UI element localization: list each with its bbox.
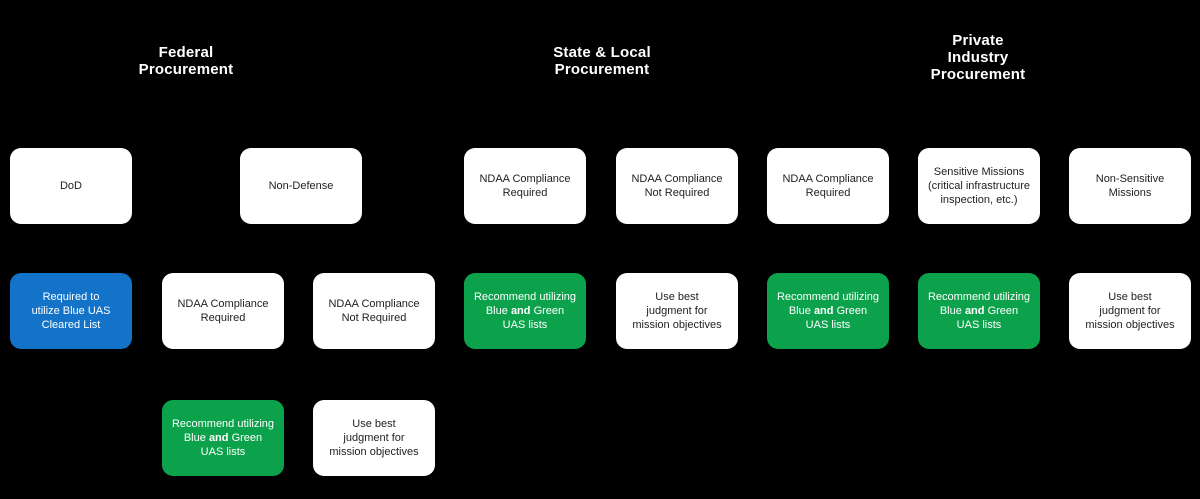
box-text-line: Sensitive Missions [933,166,1025,178]
box-sensitive-missions: Sensitive Missions (critical infrastruct… [918,148,1040,224]
box-text: Use best judgment for mission objectives [632,290,721,332]
box-text-line: Recommend utilizing [776,291,880,303]
box-text-line: mission objectives [1085,319,1175,331]
box-ndaa-required-federal: NDAA Compliance Required [162,273,284,349]
header-state-local-procurement: State & Local Procurement [492,44,712,78]
box-text-line: DoD [59,180,82,192]
box-recommend-lists-private-sensitive: Recommend utilizing Blue and Green UAS l… [918,273,1040,349]
box-text-line: Blue [485,305,508,317]
box-text-line: inspection, etc.) [940,194,1018,206]
box-text: NDAA Compliance Not Required [631,172,722,200]
box-text: Recommend utilizing Blue and Green UAS l… [474,290,576,332]
box-text-line: NDAA Compliance [177,298,269,310]
box-text-line: Missions [1108,187,1152,199]
box-text-line: Recommend utilizing [171,418,275,430]
box-best-judgment-private: Use best judgment for mission objectives [1069,273,1191,349]
header-private-industry-procurement: Private Industry Procurement [868,32,1088,83]
box-text: Non-Sensitive Missions [1096,172,1164,200]
box-text-line: UAS lists [805,319,851,331]
box-text-line: Blue [939,305,962,317]
box-text-line: Required [200,312,246,324]
box-text-line: Not Required [341,312,407,324]
box-best-judgment-federal: Use best judgment for mission objectives [313,400,435,476]
box-text-line: Green [987,305,1019,317]
box-text-line: Required to [42,291,100,303]
box-text: Recommend utilizing Blue and Green UAS l… [777,290,879,332]
box-text: NDAA Compliance Required [479,172,570,200]
box-text: Non-Defense [269,179,334,193]
box-text-line: judgment for [343,432,405,444]
box-recommend-lists-federal: Recommend utilizing Blue and Green UAS l… [162,400,284,476]
box-text-line: mission objectives [632,319,722,331]
box-text-line: Non-Sensitive [1095,173,1165,185]
box-text-line: NDAA Compliance [631,173,723,185]
box-ndaa-not-required-state: NDAA Compliance Not Required [616,148,738,224]
box-text-line: Use best [1108,291,1152,303]
box-text: Required to utilize Blue UAS Cleared Lis… [32,290,111,332]
header-line: Procurement [554,61,650,78]
box-text: Use best judgment for mission objectives [329,417,418,459]
box-text: Recommend utilizing Blue and Green UAS l… [928,290,1030,332]
box-text-line: mission objectives [329,446,419,458]
box-text: Recommend utilizing Blue and Green UAS l… [172,417,274,459]
box-text-line: UAS lists [502,319,548,331]
box-text-bold: and [964,305,985,317]
box-text-bold: and [510,305,531,317]
box-text: DoD [60,179,82,193]
box-text-line: Non-Defense [268,180,334,192]
box-text-line: Required [805,187,851,199]
box-text: NDAA Compliance Not Required [328,297,419,325]
box-text-line: Not Required [644,187,710,199]
header-line: State & Local [553,44,651,61]
box-text: NDAA Compliance Required [782,172,873,200]
box-text: Sensitive Missions (critical infrastruct… [928,165,1030,207]
box-text-line: Blue [183,432,206,444]
box-text-line: Use best [352,418,396,430]
box-text: Use best judgment for mission objectives [1085,290,1174,332]
box-text-line: NDAA Compliance [782,173,874,185]
box-text-line: Required [502,187,548,199]
header-line: Procurement [930,66,1026,83]
header-federal-procurement: Federal Procurement [76,44,296,78]
box-recommend-lists-state: Recommend utilizing Blue and Green UAS l… [464,273,586,349]
box-text-line: Green [836,305,868,317]
header-line: Federal [158,44,214,61]
header-line: Industry [947,49,1009,66]
box-text-line: UAS lists [956,319,1002,331]
box-text-line: NDAA Compliance [479,173,571,185]
box-text-bold: and [813,305,834,317]
box-ndaa-not-required-federal: NDAA Compliance Not Required [313,273,435,349]
box-text-line: judgment for [646,305,708,317]
box-dod: DoD [10,148,132,224]
box-text: NDAA Compliance Required [177,297,268,325]
box-non-sensitive-missions: Non-Sensitive Missions [1069,148,1191,224]
header-line: Procurement [138,61,234,78]
box-text-line: Recommend utilizing [927,291,1031,303]
box-text-line: Recommend utilizing [473,291,577,303]
box-recommend-lists-private-ndaa: Recommend utilizing Blue and Green UAS l… [767,273,889,349]
header-line: Private [952,32,1004,49]
box-ndaa-required-private: NDAA Compliance Required [767,148,889,224]
box-blue-uas-required: Required to utilize Blue UAS Cleared Lis… [10,273,132,349]
box-text-line: (critical infrastructure [927,180,1031,192]
box-text-line: UAS lists [200,446,246,458]
box-text-line: Blue [788,305,811,317]
box-text-line: Use best [655,291,699,303]
box-text-line: NDAA Compliance [328,298,420,310]
box-text-line: Cleared List [41,319,101,331]
box-best-judgment-state: Use best judgment for mission objectives [616,273,738,349]
box-text-line: utilize Blue UAS [31,305,111,317]
box-text-line: Green [231,432,263,444]
box-ndaa-required-state: NDAA Compliance Required [464,148,586,224]
box-text-bold: and [208,432,229,444]
box-text-line: judgment for [1099,305,1161,317]
box-text-line: Green [533,305,565,317]
box-non-defense: Non-Defense [240,148,362,224]
